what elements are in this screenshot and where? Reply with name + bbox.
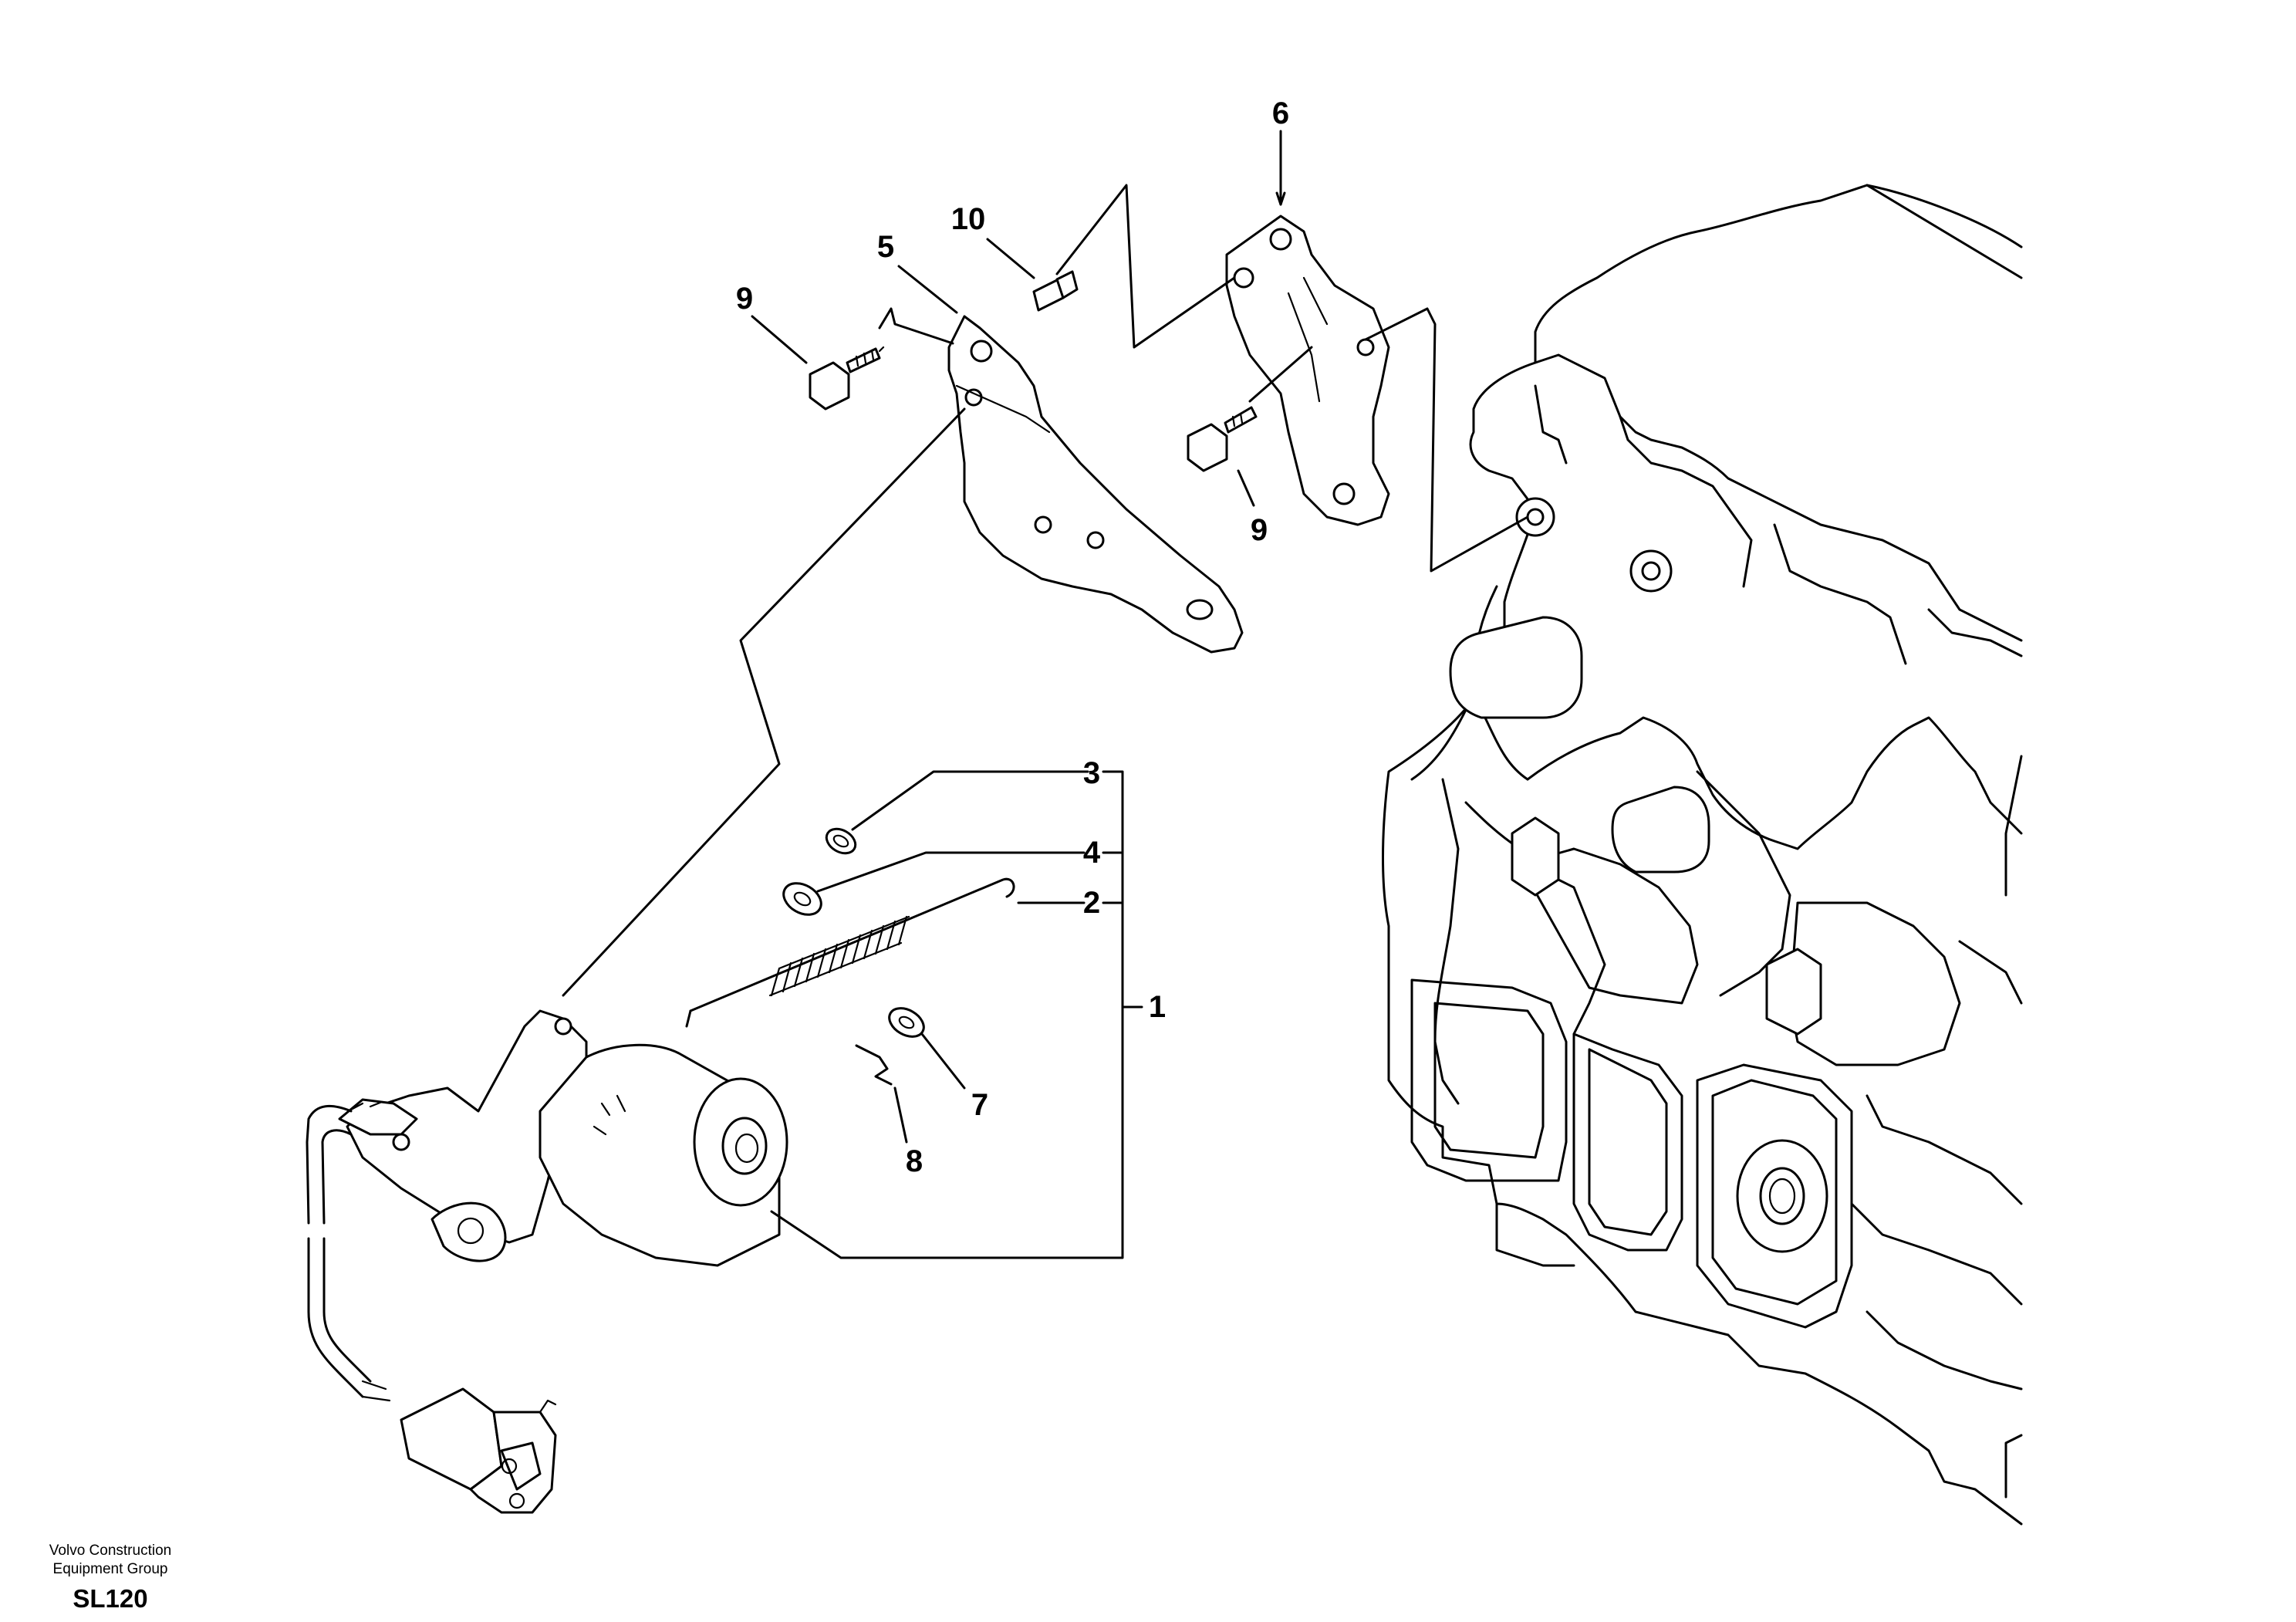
- bolt-9-left: [809, 346, 885, 411]
- spring: [768, 915, 910, 997]
- bolt-10: [1032, 270, 1079, 312]
- clip-3: [825, 827, 857, 855]
- label-3: 3: [1083, 756, 1100, 790]
- washer-7: [888, 1007, 925, 1038]
- pin-8: [855, 1044, 893, 1086]
- washer-4: [782, 882, 822, 916]
- label-7: 7: [971, 1088, 988, 1122]
- company-line-2: Equipment Group: [52, 1561, 168, 1577]
- leader-lines: [562, 130, 1529, 1259]
- label-9-right: 9: [1251, 513, 1268, 547]
- label-4: 4: [1083, 836, 1101, 870]
- label-8: 8: [906, 1144, 923, 1178]
- bracket-5: [947, 315, 1244, 654]
- rod-2: [685, 877, 1015, 1028]
- callout-labels: 6 10 5 9 9 3 4 2 1 7 8: [736, 96, 1289, 1178]
- actuator-motor: [338, 1009, 788, 1267]
- label-10: 10: [951, 202, 986, 236]
- footer: Volvo Construction Equipment Group SL120: [22, 1542, 199, 1614]
- company-line-1: Volvo Construction: [49, 1543, 172, 1559]
- label-2: 2: [1083, 886, 1100, 920]
- label-1: 1: [1149, 990, 1166, 1024]
- bolt-9-right: [1187, 406, 1258, 472]
- drawing-code: SL120: [73, 1584, 148, 1613]
- wire-harness: [306, 1104, 391, 1402]
- label-6: 6: [1272, 96, 1289, 130]
- connector: [400, 1387, 557, 1514]
- label-9-left: 9: [736, 282, 753, 316]
- label-5: 5: [877, 230, 894, 264]
- engine-block: [1382, 184, 2023, 1526]
- bracket-6: [1225, 215, 1390, 526]
